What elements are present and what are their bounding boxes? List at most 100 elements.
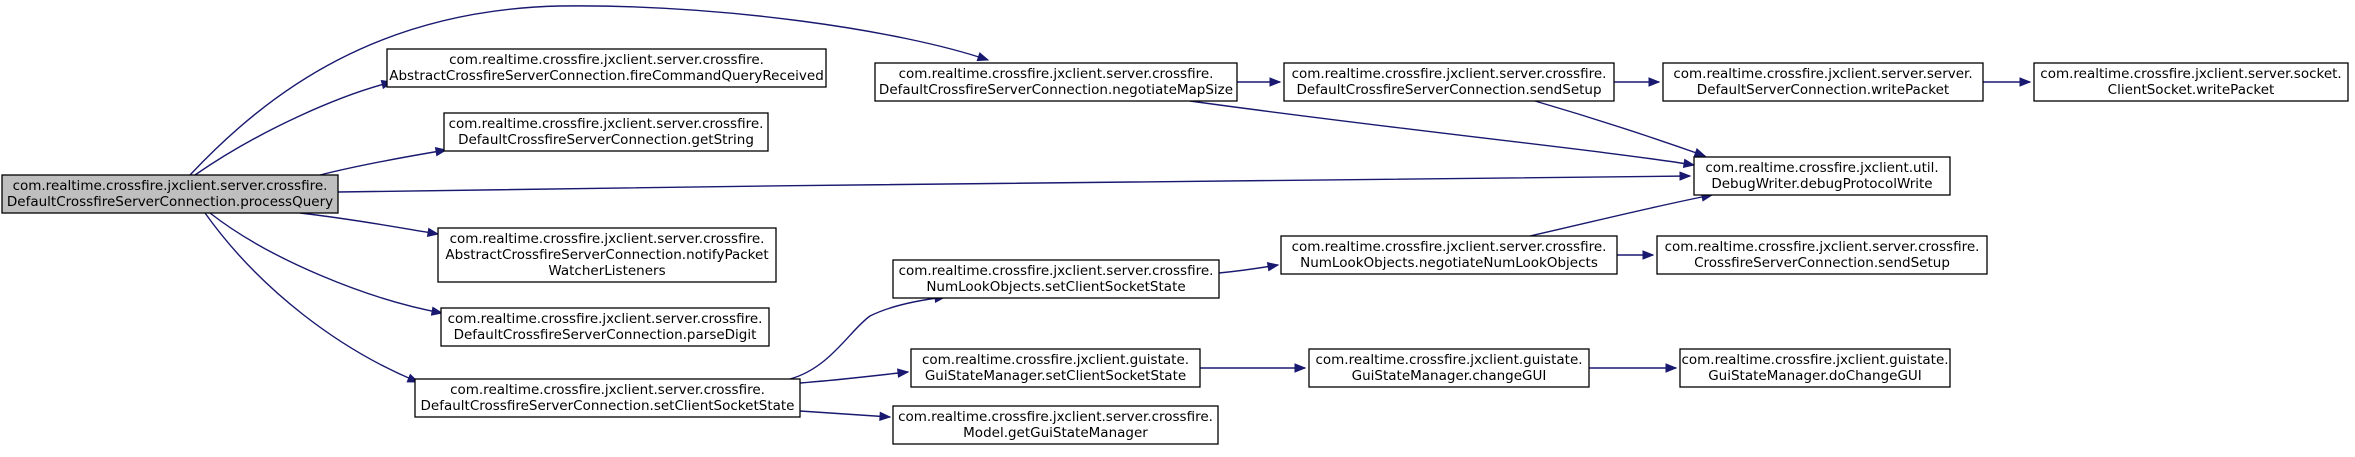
node-label-line: NumLookObjects.negotiateNumLookObjects xyxy=(1300,255,1598,271)
node-writePacket[interactable]: com.realtime.crossfire.jxclient.server.s… xyxy=(1662,62,1984,102)
edge-line xyxy=(299,212,439,235)
edge-processQuery-to-setClientSocketState xyxy=(204,212,420,383)
node-numLookSetClientSocketState[interactable]: com.realtime.crossfire.jxclient.server.c… xyxy=(892,259,1220,299)
node-label-line: com.realtime.crossfire.jxclient.server.c… xyxy=(13,178,328,194)
node-sendSetup[interactable]: com.realtime.crossfire.jxclient.server.c… xyxy=(1283,62,1615,102)
node-box xyxy=(1662,62,1984,102)
edge-changeGUI-to-doChangeGUI xyxy=(1589,363,1678,373)
edge-guiSetClientSocketState-to-changeGUI xyxy=(1200,363,1307,373)
node-label-line: com.realtime.crossfire.jxclient.guistate… xyxy=(1315,352,1582,368)
node-label-line: WatcherListeners xyxy=(548,263,665,279)
node-label-line: DebugWriter.debugProtocolWrite xyxy=(1711,176,1932,192)
node-label-line: DefaultCrossfireServerConnection.parseDi… xyxy=(454,327,757,343)
node-label-line: AbstractCrossfireServerConnection.notify… xyxy=(445,247,768,263)
node-box xyxy=(1679,348,1951,388)
node-box xyxy=(414,378,801,418)
node-label-line: GuiStateManager.changeGUI xyxy=(1352,368,1547,384)
edge-line xyxy=(799,371,909,384)
node-notifyPacketWatcherListeners[interactable]: com.realtime.crossfire.jxclient.server.c… xyxy=(437,227,777,283)
node-negotiateNumLookObjects[interactable]: com.realtime.crossfire.jxclient.server.c… xyxy=(1280,235,1618,275)
node-label-line: com.realtime.crossfire.jxclient.server.c… xyxy=(450,231,765,247)
node-box xyxy=(1656,235,1988,275)
edge-arrowhead xyxy=(1266,262,1280,272)
edge-processQuery-to-fireCommandQueryReceived xyxy=(194,79,394,176)
node-label-line: DefaultCrossfireServerConnection.getStri… xyxy=(458,132,754,148)
edge-line xyxy=(319,149,447,176)
edge-processQuery-to-negotiateMapSize xyxy=(189,5,990,176)
node-label-line: com.realtime.crossfire.jxclient.server.c… xyxy=(1665,239,1980,255)
node-doChangeGUI[interactable]: com.realtime.crossfire.jxclient.guistate… xyxy=(1679,348,1951,388)
edge-line xyxy=(194,81,393,176)
edge-arrowhead xyxy=(1679,171,1692,181)
node-crossfireSendSetup[interactable]: com.realtime.crossfire.jxclient.server.c… xyxy=(1656,235,1988,275)
node-label-line: Model.getGuiStateManager xyxy=(963,425,1148,441)
nodes-layer: com.realtime.crossfire.jxclient.server.c… xyxy=(1,48,2349,445)
edge-setClientSocketState-to-guiSetClientSocketState xyxy=(799,368,910,384)
edge-line xyxy=(789,296,946,380)
edge-arrowhead xyxy=(1682,158,1696,169)
edge-negotiateNumLookObjects-to-crossfireSendSetup xyxy=(1617,250,1655,260)
node-box xyxy=(892,259,1220,299)
edge-writePacket-to-socketWritePacket xyxy=(1983,77,2032,87)
node-label-line: DefaultCrossfireServerConnection.sendSet… xyxy=(1296,82,1601,98)
edge-sendSetup-to-writePacket xyxy=(1614,77,1661,87)
node-label-line: com.realtime.crossfire.jxclient.server.c… xyxy=(1292,66,1607,82)
edge-processQuery-to-getString xyxy=(319,147,448,176)
edge-arrowhead xyxy=(1269,77,1282,87)
edges-layer xyxy=(189,5,2032,422)
edge-arrowhead xyxy=(1294,363,1307,373)
edge-negotiateMapSize-to-debugProtocolWrite xyxy=(1189,100,1696,169)
node-label-line: com.realtime.crossfire.jxclient.server.c… xyxy=(450,382,765,398)
edge-arrowhead xyxy=(1648,77,1661,87)
node-box xyxy=(386,48,827,88)
node-label-line: com.realtime.crossfire.jxclient.server.s… xyxy=(2040,66,2341,82)
node-parseDigit[interactable]: com.realtime.crossfire.jxclient.server.c… xyxy=(440,307,770,347)
node-box xyxy=(1308,348,1590,388)
edge-processQuery-to-debugProtocolWrite xyxy=(337,171,1692,193)
edge-numLookSetClientSocketState-to-negotiateNumLookObjects xyxy=(1218,262,1280,274)
node-label-line: GuiStateManager.setClientSocketState xyxy=(925,368,1186,384)
node-changeGUI[interactable]: com.realtime.crossfire.jxclient.guistate… xyxy=(1308,348,1590,388)
node-getString[interactable]: com.realtime.crossfire.jxclient.server.c… xyxy=(443,112,769,152)
node-label-line: com.realtime.crossfire.jxclient.server.c… xyxy=(1292,239,1607,255)
edge-line xyxy=(204,212,419,383)
edge-setClientSocketState-to-getGuiStateManager xyxy=(799,410,892,422)
node-label-line: GuiStateManager.doChangeGUI xyxy=(1708,368,1922,384)
node-fireCommandQueryReceived[interactable]: com.realtime.crossfire.jxclient.server.c… xyxy=(386,48,827,88)
node-label-line: com.realtime.crossfire.jxclient.util. xyxy=(1705,160,1938,176)
node-label-line: com.realtime.crossfire.jxclient.server.c… xyxy=(898,409,1213,425)
node-label-line: com.realtime.crossfire.jxclient.server.c… xyxy=(449,52,764,68)
edge-arrowhead xyxy=(976,52,990,62)
node-label-line: DefaultServerConnection.writePacket xyxy=(1697,82,1949,98)
node-box xyxy=(437,227,777,283)
node-setClientSocketState[interactable]: com.realtime.crossfire.jxclient.server.c… xyxy=(414,378,801,418)
node-box xyxy=(1280,235,1618,275)
node-getGuiStateManager[interactable]: com.realtime.crossfire.jxclient.server.c… xyxy=(892,405,1219,445)
node-debugProtocolWrite[interactable]: com.realtime.crossfire.jxclient.util.Deb… xyxy=(1693,156,1951,196)
edge-arrowhead xyxy=(426,227,440,238)
edge-line xyxy=(1529,194,1713,237)
node-label-line: com.realtime.crossfire.jxclient.guistate… xyxy=(1681,352,1948,368)
node-box xyxy=(874,62,1238,102)
node-box xyxy=(443,112,769,152)
node-label-line: ClientSocket.writePacket xyxy=(2108,82,2275,98)
edge-arrowhead xyxy=(897,368,910,378)
edge-line xyxy=(189,5,989,176)
edge-line xyxy=(1534,100,1706,157)
node-box xyxy=(2033,62,2349,102)
edge-arrowhead xyxy=(1665,363,1678,373)
edge-arrowhead xyxy=(879,411,892,422)
node-label-line: DefaultCrossfireServerConnection.negotia… xyxy=(879,82,1233,98)
node-guiSetClientSocketState[interactable]: com.realtime.crossfire.jxclient.guistate… xyxy=(910,348,1201,388)
node-box xyxy=(1,174,339,214)
edge-arrowhead xyxy=(2019,77,2032,87)
node-socketWritePacket[interactable]: com.realtime.crossfire.jxclient.server.s… xyxy=(2033,62,2349,102)
node-label-line: CrossfireServerConnection.sendSetup xyxy=(1694,255,1950,271)
node-negotiateMapSize[interactable]: com.realtime.crossfire.jxclient.server.c… xyxy=(874,62,1238,102)
edge-sendSetup-to-debugProtocolWrite xyxy=(1534,100,1707,157)
node-label-line: com.realtime.crossfire.jxclient.server.s… xyxy=(1673,66,1972,82)
node-processQuery[interactable]: com.realtime.crossfire.jxclient.server.c… xyxy=(1,174,339,214)
node-label-line: com.realtime.crossfire.jxclient.server.c… xyxy=(448,311,763,327)
node-box xyxy=(892,405,1219,445)
